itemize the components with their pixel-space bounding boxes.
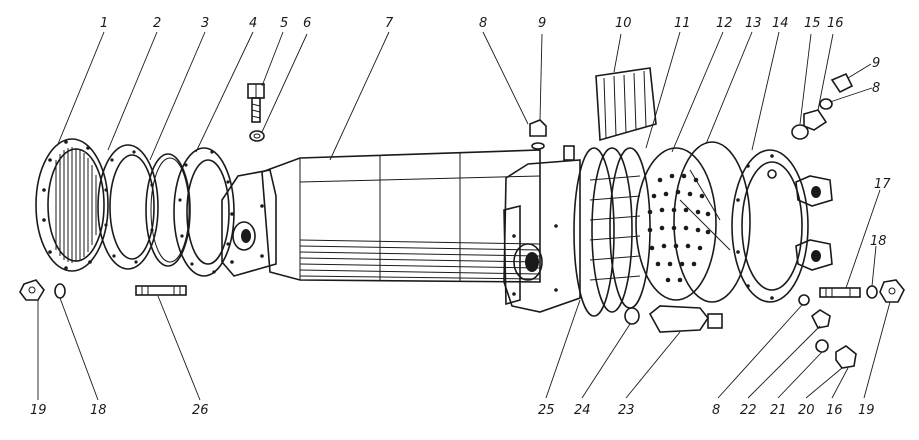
- union-nut-part: [791, 109, 828, 140]
- callout-14: 14: [772, 16, 789, 31]
- callout-2: 2: [153, 16, 161, 31]
- callout-4: 4: [249, 16, 257, 31]
- callout-23: 23: [618, 403, 635, 418]
- o-ring-part: [145, 153, 191, 267]
- flange-ring-part: [173, 147, 235, 277]
- callout-15: 15: [804, 16, 821, 31]
- callout-9-right: 9: [872, 56, 880, 71]
- nut-small-part: [835, 345, 857, 369]
- shell-body-part: [221, 145, 581, 313]
- gasket-ring-part: [97, 144, 159, 270]
- drain-plug-right-part: [810, 309, 831, 329]
- callout-6: 6: [303, 16, 311, 31]
- callout-21: 21: [770, 403, 787, 418]
- tube-bundle-part: [573, 147, 651, 317]
- callout-25: 25: [538, 403, 555, 418]
- plug-right-part: [819, 72, 854, 110]
- baffle-strip-part: [595, 67, 657, 142]
- callout-10: 10: [615, 16, 632, 31]
- callout-8-bottom: 8: [712, 403, 720, 418]
- callout-5: 5: [280, 16, 288, 31]
- callout-7: 7: [385, 16, 394, 31]
- thermo-fitting-part: [648, 305, 723, 333]
- drain-plug-top-part: [529, 119, 547, 150]
- oring-small-part: [624, 307, 640, 325]
- washer-right-part: [866, 285, 878, 299]
- callout-24: 24: [574, 403, 591, 418]
- callout-19-right: 19: [858, 403, 875, 418]
- callout-9-top: 9: [538, 16, 546, 31]
- callout-11: 11: [674, 16, 691, 31]
- washer-left-part: [54, 283, 66, 299]
- washer-part: [249, 130, 265, 142]
- bolt-part: [247, 83, 265, 123]
- plate-gasket-part: [673, 141, 751, 303]
- leader-lines: [37, 31, 891, 401]
- callout-16-bottom: 16: [826, 403, 843, 418]
- nut-right-part: [879, 279, 905, 303]
- callout-20: 20: [798, 403, 815, 418]
- callout-17: 17: [874, 177, 891, 192]
- callout-26: 26: [192, 403, 209, 418]
- callout-labels: 1 2 3 4 5 6 7 8 9 10 11 12 13 14 15 16 9…: [30, 16, 891, 418]
- callout-22: 22: [740, 403, 757, 418]
- callout-16-top: 16: [827, 16, 844, 31]
- callout-13: 13: [745, 16, 762, 31]
- callout-8-right: 8: [872, 81, 880, 96]
- rear-cover-part: [731, 149, 833, 303]
- callout-18-left: 18: [90, 403, 107, 418]
- nut-left-part: [19, 279, 45, 301]
- end-cover-part: [35, 138, 109, 272]
- callout-8-top: 8: [479, 16, 487, 31]
- callout-18-right: 18: [870, 234, 887, 249]
- callout-19-left: 19: [30, 403, 47, 418]
- stud-right-part: [819, 287, 861, 298]
- callout-3: 3: [201, 16, 209, 31]
- callout-12: 12: [716, 16, 733, 31]
- callout-1: 1: [100, 16, 108, 31]
- oring-right-part: [798, 294, 810, 306]
- stud-left-part: [135, 285, 187, 296]
- seal-ring-part: [815, 339, 829, 353]
